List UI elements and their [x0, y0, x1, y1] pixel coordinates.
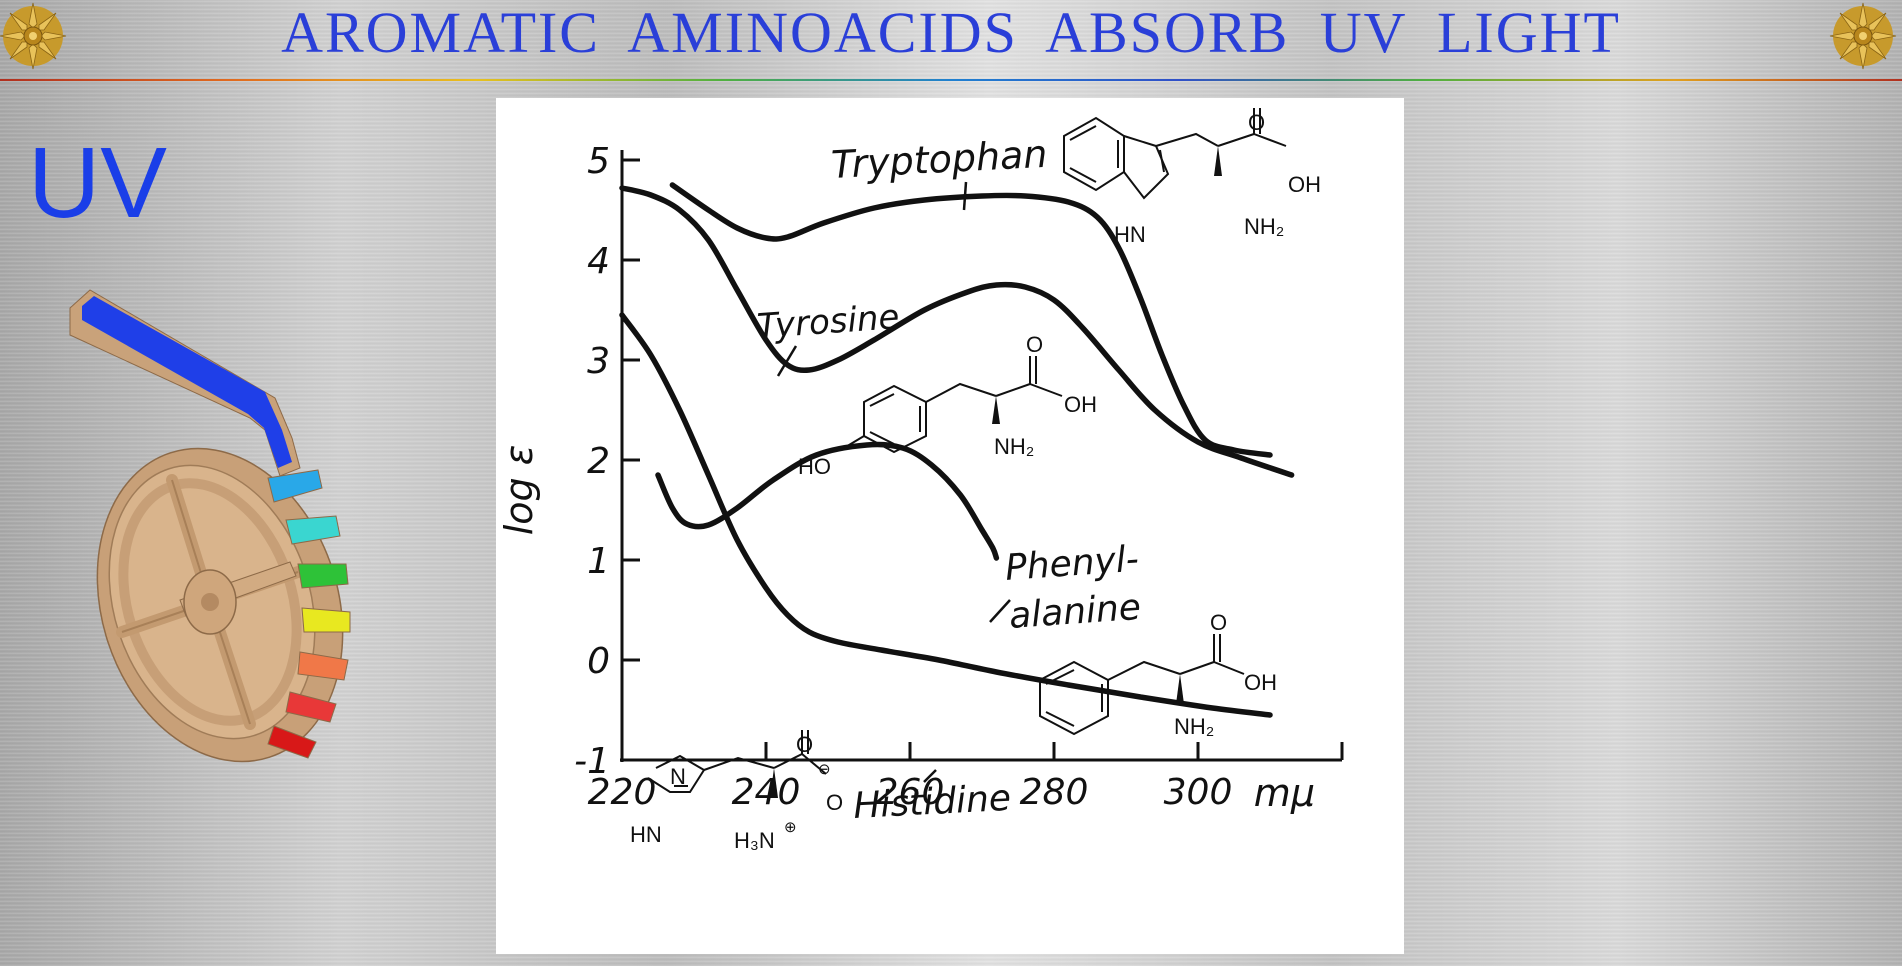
- medallion-left-icon: [0, 2, 67, 70]
- tryptophan-nh2: NH₂: [1244, 214, 1284, 239]
- y-tick-label: -1: [574, 741, 610, 782]
- histidine-plus: ⊕: [784, 819, 797, 836]
- label-phenylalanine-1: Phenyl-: [1004, 539, 1140, 589]
- leader-phenylalanine: [989, 599, 1011, 623]
- leader-histidine: [923, 769, 937, 783]
- label-tyrosine: Tyrosine: [756, 297, 901, 347]
- x-tick-label: 300: [1164, 772, 1233, 813]
- y-tick-label: 1: [587, 541, 610, 582]
- histidine-h3n: H₃N: [734, 828, 775, 853]
- y-tick-label: 2: [587, 441, 610, 482]
- histidine-n: N: [670, 764, 686, 789]
- tyrosine-ho: HO: [798, 454, 831, 479]
- y-tick-label: 5: [587, 141, 610, 182]
- tryptophan-oh: OH: [1288, 172, 1321, 197]
- x-axis-label: mμ: [1254, 771, 1315, 815]
- series-line-tryptophan: [669, 182, 1273, 458]
- phenylalanine-nh2: NH₂: [1174, 714, 1214, 739]
- leader-tryptophan: [962, 181, 968, 211]
- x-tick-label: 220: [588, 772, 657, 813]
- y-tick-label: 0: [587, 641, 610, 682]
- phenylalanine-o: O: [1210, 610, 1227, 635]
- x-tick-label: 260: [876, 772, 945, 813]
- histidine-minus: ⊖: [818, 761, 831, 778]
- absorption-chart: -1 0 1 2 3 4 5 220 240 260 280 300 mμ log ε Tryptopha…: [497, 108, 1344, 853]
- tryptophan-hn: HN: [1114, 222, 1146, 247]
- y-tick-label: 4: [587, 241, 610, 282]
- uv-label: UV: [28, 127, 167, 239]
- phenylalanine-oh: OH: [1244, 670, 1277, 695]
- histidine-structure: [647, 730, 827, 798]
- tryptophan-o: O: [1248, 110, 1265, 135]
- leader-tyrosine: [776, 345, 798, 377]
- chart-series: [619, 182, 1295, 718]
- chart-axes: -1 0 1 2 3 4 5 220 240 260 280 300 mμ log ε: [497, 141, 1344, 815]
- tyrosine-o: O: [1026, 332, 1043, 357]
- y-tick-label: 3: [587, 341, 610, 382]
- y-axis-label: log ε: [497, 445, 541, 536]
- series-line-tyrosine: [619, 185, 1295, 478]
- histidine-o-top: O: [796, 732, 813, 757]
- x-tick-label: 280: [1020, 772, 1089, 813]
- waterwheel-icon: [69, 289, 351, 763]
- histidine-hn: HN: [630, 822, 662, 847]
- label-phenylalanine-2: alanine: [1008, 587, 1142, 637]
- tryptophan-structure: [1063, 108, 1287, 200]
- label-histidine: Histidine: [852, 778, 1012, 827]
- title-divider: [0, 79, 1902, 81]
- tyrosine-oh: OH: [1064, 392, 1097, 417]
- series-line-histidine: [619, 312, 1273, 718]
- medallion-right-icon: [1829, 2, 1897, 70]
- tyrosine-structure: [843, 356, 1063, 454]
- phenylalanine-structure: [1039, 634, 1245, 736]
- title-bar: AROMATIC AMINOACIDS ABSORB UV LIGHT: [0, 0, 1902, 81]
- series-line-phenylalanine: [655, 441, 1000, 561]
- tyrosine-nh2: NH₂: [994, 434, 1034, 459]
- histidine-o-right: O: [826, 790, 843, 815]
- label-tryptophan: Tryptophan: [830, 132, 1048, 187]
- x-tick-label: 240: [732, 772, 801, 813]
- absorption-chart-panel: -1 0 1 2 3 4 5 220 240 260 280 300 mμ log ε Tryptopha…: [496, 98, 1404, 954]
- page-title: AROMATIC AMINOACIDS ABSORB UV LIGHT: [281, 0, 1621, 65]
